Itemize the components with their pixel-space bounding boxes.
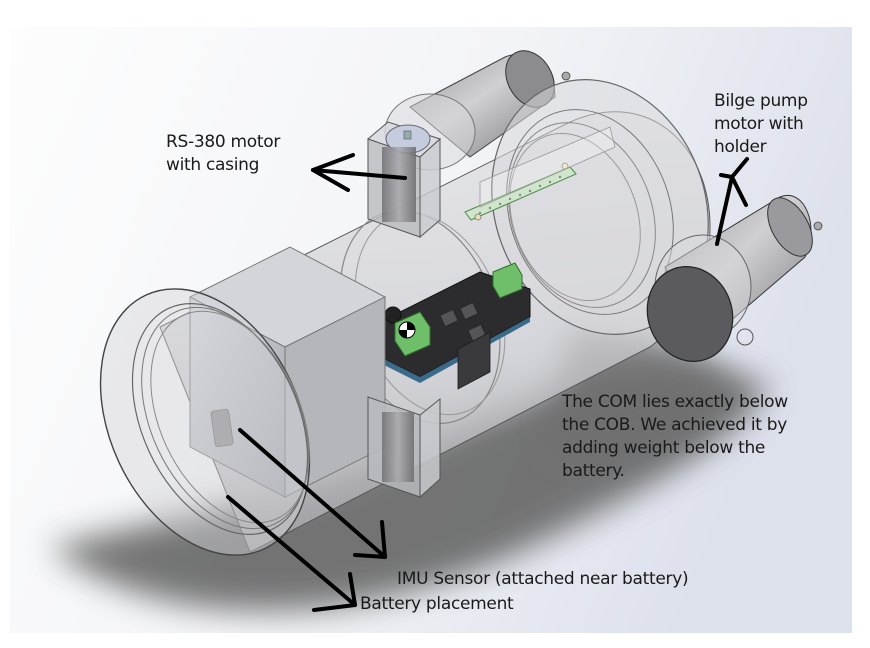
label-battery-placement: Battery placement: [360, 594, 514, 614]
arrow-battery: [226, 495, 357, 612]
header-pin-board: [464, 126, 616, 221]
arrow-rs380: [311, 153, 407, 192]
bilge-pump-motor-side: [646, 194, 823, 362]
center-of-mass-marker: [398, 321, 416, 339]
imu-sensor-chip: [210, 408, 234, 448]
label-rs380-motor: RS-380 motor with casing: [166, 132, 281, 175]
front-dome-cap: [99, 288, 311, 556]
annotation-arrows: [226, 153, 749, 612]
rs380-motor-casing-top: [367, 121, 441, 239]
heatsink: [457, 331, 491, 390]
label-bilge-pump: Bilge pump motor with holder: [714, 91, 808, 157]
arrow-bilge-pump: [715, 157, 749, 246]
cad-render-canvas: RS-380 motor with casing Bilge pump moto…: [10, 27, 852, 633]
label-imu-sensor: IMU Sensor (attached near battery): [397, 569, 689, 589]
cad-render: [10, 27, 852, 633]
rs380-motor-casing-bottom: [367, 396, 441, 499]
arrow-imu: [238, 428, 387, 559]
label-com-note: The COM lies exactly below the COB. We a…: [562, 392, 788, 481]
